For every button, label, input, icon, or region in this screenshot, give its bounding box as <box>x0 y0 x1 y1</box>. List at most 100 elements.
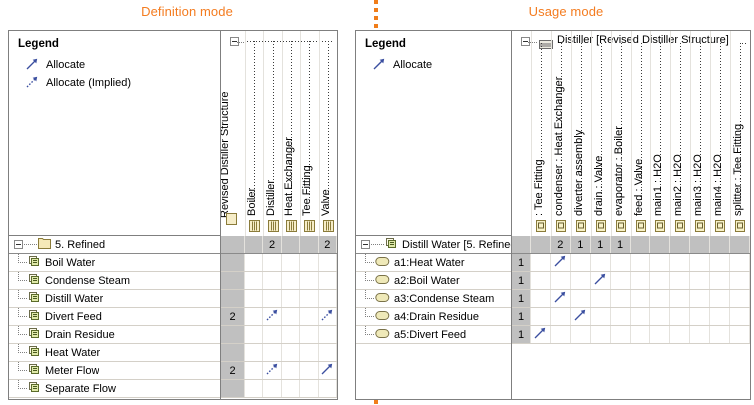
grid-row[interactable] <box>221 254 337 272</box>
column-root-expander-icon[interactable] <box>521 37 530 46</box>
grid-cell[interactable] <box>670 308 691 325</box>
grid-cell[interactable] <box>282 290 301 307</box>
grid-cell[interactable]: 1 <box>570 236 591 253</box>
grid-cell[interactable] <box>631 290 651 307</box>
grid-count-cell[interactable]: 1 <box>512 272 531 289</box>
grid-cell[interactable] <box>670 326 691 343</box>
grid-cell[interactable] <box>319 326 337 343</box>
grid-cell[interactable] <box>611 254 631 271</box>
grid-cell[interactable] <box>730 308 750 325</box>
grid-cell[interactable] <box>650 326 671 343</box>
grid-cell[interactable] <box>263 254 282 271</box>
grid-cell[interactable] <box>245 362 264 379</box>
grid-cell[interactable] <box>710 326 731 343</box>
tree-row[interactable]: a2:Boil Water <box>356 272 511 290</box>
tree-row[interactable]: Drain Residue <box>9 326 220 344</box>
grid-cell[interactable]: 2 <box>318 236 337 253</box>
tree-row[interactable]: Divert Feed <box>9 308 220 326</box>
grid-cell[interactable] <box>631 272 651 289</box>
grid-cell[interactable] <box>531 236 551 253</box>
grid-cell[interactable] <box>300 308 319 325</box>
grid-cell[interactable]: 1 <box>590 236 611 253</box>
grid-cell[interactable] <box>571 326 591 343</box>
grid-cell[interactable] <box>650 290 671 307</box>
grid-count-cell[interactable] <box>221 326 245 343</box>
grid-cell[interactable] <box>670 290 691 307</box>
grid-cell[interactable] <box>300 254 319 271</box>
grid-cell[interactable] <box>282 272 301 289</box>
tree-row[interactable]: Distill Water <box>9 290 220 308</box>
grid-cell[interactable] <box>571 272 591 289</box>
grid-count-cell[interactable]: 1 <box>512 254 531 271</box>
grid-count-cell[interactable]: 1 <box>512 326 531 343</box>
grid-cell[interactable] <box>551 272 571 289</box>
grid-cell[interactable] <box>531 254 551 271</box>
grid-cell[interactable] <box>571 290 591 307</box>
grid-row[interactable] <box>221 344 337 362</box>
grid-row[interactable] <box>221 380 337 398</box>
grid-cell[interactable] <box>730 290 750 307</box>
tree-row[interactable]: a3:Condense Steam <box>356 290 511 308</box>
grid-cell[interactable] <box>591 326 611 343</box>
grid-row[interactable]: 2 <box>221 308 337 326</box>
grid-cell[interactable] <box>512 236 531 253</box>
grid-cell[interactable] <box>531 326 551 343</box>
grid-row[interactable]: 1 <box>512 290 750 308</box>
grid-cell[interactable] <box>245 272 264 289</box>
grid-cell[interactable] <box>551 254 571 271</box>
grid-cell[interactable] <box>300 236 319 253</box>
grid-cell[interactable] <box>571 254 591 271</box>
grid-count-cell[interactable] <box>221 254 245 271</box>
grid-count-cell[interactable]: 2 <box>221 362 245 379</box>
grid-count-cell[interactable] <box>221 272 245 289</box>
grid-cell[interactable] <box>650 254 671 271</box>
grid-cell[interactable] <box>710 236 731 253</box>
tree-row[interactable]: Boil Water <box>9 254 220 272</box>
definition-tree-group-row[interactable]: 5. Refined <box>9 236 220 254</box>
grid-cell[interactable] <box>611 308 631 325</box>
grid-cell[interactable] <box>245 380 264 397</box>
grid-cell[interactable] <box>281 236 301 253</box>
tree-row[interactable]: a1:Heat Water <box>356 254 511 272</box>
grid-cell[interactable] <box>611 290 631 307</box>
grid-cell[interactable] <box>300 326 319 343</box>
grid-cell[interactable] <box>300 272 319 289</box>
grid-cell[interactable] <box>245 254 264 271</box>
column-root-expander-icon[interactable] <box>230 37 239 46</box>
grid-cell[interactable] <box>319 272 337 289</box>
grid-cell[interactable] <box>690 290 711 307</box>
grid-cell[interactable] <box>591 308 611 325</box>
grid-cell[interactable] <box>670 236 691 253</box>
grid-row[interactable] <box>221 290 337 308</box>
grid-cell[interactable] <box>282 308 301 325</box>
grid-cell[interactable] <box>300 380 319 397</box>
grid-cell[interactable] <box>531 290 551 307</box>
grid-cell[interactable] <box>245 326 264 343</box>
grid-cell[interactable] <box>690 308 711 325</box>
grid-cell[interactable] <box>551 308 571 325</box>
grid-cell[interactable] <box>591 272 611 289</box>
grid-cell[interactable] <box>690 326 711 343</box>
grid-cell[interactable] <box>245 236 264 253</box>
grid-cell[interactable]: 1 <box>610 236 631 253</box>
grid-cell[interactable] <box>319 308 337 325</box>
grid-cell[interactable] <box>300 344 319 361</box>
grid-cell[interactable] <box>611 272 631 289</box>
grid-cell[interactable] <box>245 344 264 361</box>
grid-cell[interactable] <box>650 272 671 289</box>
grid-count-cell[interactable]: 1 <box>512 290 531 307</box>
grid-cell[interactable] <box>282 326 301 343</box>
grid-count-cell[interactable] <box>221 344 245 361</box>
grid-cell[interactable] <box>531 272 551 289</box>
expander-icon[interactable] <box>361 240 370 249</box>
grid-cell[interactable] <box>730 272 750 289</box>
tree-row[interactable]: a5:Divert Feed <box>356 326 511 344</box>
grid-cell[interactable] <box>300 290 319 307</box>
tree-row[interactable]: Meter Flow <box>9 362 220 380</box>
grid-cell[interactable] <box>710 290 731 307</box>
grid-cell[interactable] <box>690 272 711 289</box>
grid-cell[interactable] <box>282 362 301 379</box>
grid-cell[interactable] <box>263 362 282 379</box>
